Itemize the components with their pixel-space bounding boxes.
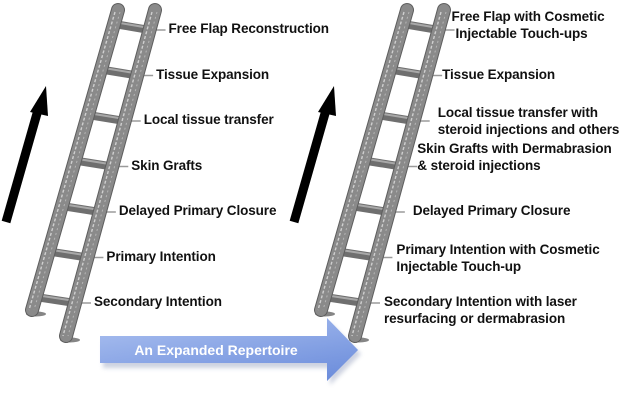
ladder-rail-highlight	[317, 11, 405, 311]
ladder-rail-body	[26, 4, 124, 316]
up-arrow-left-icon	[1, 86, 48, 224]
left-rung-label: Secondary Intention	[94, 294, 222, 309]
ladder-rail-highlight	[322, 11, 410, 311]
right-rung-label: Local tissue transfer with steroid inject…	[438, 104, 620, 138]
left-rung-label: Skin Grafts	[131, 157, 203, 173]
right-rung-label: Skin Grafts with Dermabrasion& steroid i…	[417, 140, 612, 174]
right-rung-label-line: Delayed Primary Closure	[412, 203, 571, 218]
ladder-rail-highlight	[62, 11, 153, 337]
right-rung-label-line: Injectable Touch-up	[396, 258, 522, 274]
right-rung-label-line: Tissue Expansion	[442, 66, 556, 82]
right-rung-label-line: Skin Grafts with Dermabrasion	[417, 140, 612, 156]
left-rung-label: Local tissue transfer	[143, 112, 274, 127]
right-rung-label-line: Secondary Intention with laser	[384, 294, 577, 309]
ladder-rail-highlight	[28, 11, 116, 311]
right-rung-label: Tissue Expansion	[442, 66, 555, 83]
ladder-rail-highlight	[356, 11, 447, 337]
left-ladder	[25, 3, 166, 343]
ladder-rail-body	[60, 4, 161, 342]
ladder-rail-body	[315, 4, 413, 316]
right-ladder	[314, 3, 455, 343]
left-rung-label: Free Flap Reconstruction	[168, 21, 329, 36]
ladder-rail-highlight	[351, 11, 442, 337]
banner-arrow-label: An Expanded Repertoire	[134, 342, 298, 358]
expanded-repertoire-arrow-icon	[100, 318, 361, 385]
left-rung-label: Tissue Expansion	[156, 66, 270, 82]
ladder-rail-highlight	[67, 11, 158, 337]
right-rung-label: Secondary Intention with laser resurfacin…	[384, 293, 577, 327]
ladder-rail-highlight	[33, 11, 121, 311]
right-rung-label-line: Free Flap with Cosmetic	[451, 9, 605, 24]
left-rung-label: Primary Intention	[106, 248, 216, 264]
right-rung-label-line: steroid injections and others	[437, 122, 620, 137]
right-rung-label-line: resurfacing or dermabrasion	[384, 311, 566, 326]
right-rung-label-line: Injectable Touch-ups	[455, 26, 588, 41]
right-rung-label-line: Local tissue transfer with	[437, 105, 598, 120]
ladder-rail-body	[349, 4, 450, 342]
up-arrow-right-icon	[289, 86, 336, 224]
left-rung-label: Delayed Primary Closure	[118, 203, 277, 218]
right-rung-label-line: & steroid injections	[417, 157, 541, 173]
right-rung-label-line: Primary Intention with Cosmetic	[396, 241, 600, 257]
right-rung-label: Delayed Primary Closure	[413, 202, 571, 219]
